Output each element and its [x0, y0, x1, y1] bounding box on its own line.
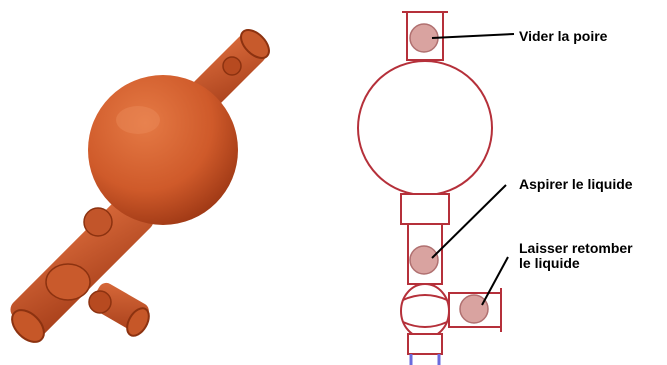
pipette-bulb-illustration: [0, 0, 300, 365]
bulb-schematic: [340, 0, 520, 365]
label-empty-bulb: Vider la poire: [519, 29, 607, 44]
label-release-line1: Laisser retomber: [519, 241, 633, 256]
schematic-bulb: [358, 61, 492, 195]
schematic-lower-chamber: [401, 284, 449, 338]
valve-s-bump: [84, 208, 112, 236]
valve-side-bump: [89, 291, 111, 313]
label-aspirate: Aspirer le liquide: [519, 177, 633, 192]
label-release: Laisser retomber le liquide: [519, 241, 633, 271]
schematic-neck: [401, 194, 449, 224]
label-release-line2: le liquide: [519, 256, 633, 271]
valve-s: [410, 246, 438, 274]
leader-empty: [432, 34, 514, 38]
rubber-bulb: [88, 75, 238, 225]
valve-e-bump: [223, 57, 241, 75]
valve-side: [460, 295, 488, 323]
